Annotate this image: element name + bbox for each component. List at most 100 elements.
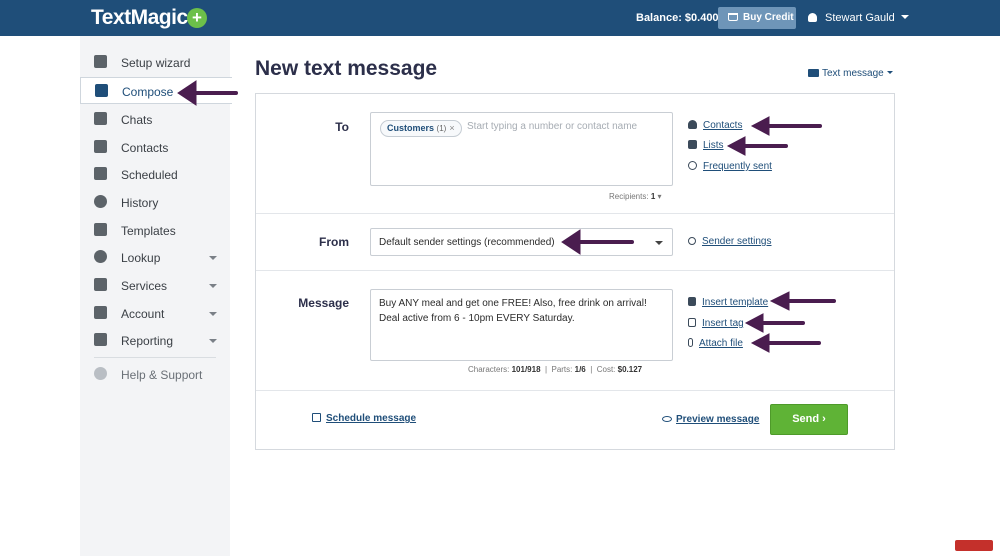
bookmark-icon: [688, 318, 696, 327]
sidebar-item-label: Setup wizard: [121, 56, 191, 70]
sidebar-item-scheduled[interactable]: Scheduled: [80, 161, 230, 188]
row-divider: [256, 213, 894, 214]
sidebar-item-help-support[interactable]: Help & Support: [80, 361, 230, 388]
parts-label: Parts:: [551, 365, 573, 374]
envelope-icon: [808, 69, 819, 77]
from-selected-value: Default sender settings (recommended): [379, 237, 555, 248]
arrow-icon: [177, 80, 238, 106]
sidebar-item-label: Reporting: [121, 334, 174, 348]
message-textarea[interactable]: [370, 289, 673, 361]
frequently-sent-link[interactable]: Frequently sent: [688, 161, 772, 172]
grid-icon: [94, 55, 107, 68]
contacts-link-label: Contacts: [703, 120, 743, 131]
recipient-chip[interactable]: Customers (1)×: [380, 120, 462, 137]
frequently-sent-label: Frequently sent: [703, 161, 772, 172]
to-input[interactable]: [467, 121, 667, 132]
calendar-icon: [94, 167, 107, 180]
from-select[interactable]: Default sender settings (recommended): [370, 228, 673, 256]
chevron-down-icon: [209, 312, 217, 316]
arrow-icon: [561, 229, 634, 255]
send-button[interactable]: Send ›: [770, 404, 848, 435]
chip-name: Customers: [387, 123, 435, 133]
search-icon: [94, 250, 107, 263]
insert-template-link[interactable]: Insert template: [688, 297, 768, 308]
row-divider: [256, 390, 894, 391]
gear-icon: [688, 237, 696, 245]
message-type-label: Text message: [822, 68, 884, 79]
sidebar-item-label: Lookup: [121, 251, 161, 265]
chevron-down-icon: [209, 256, 217, 260]
parts-value: 1/6: [574, 365, 586, 374]
message-type-dropdown[interactable]: Text message: [808, 68, 893, 79]
sidebar-item-label: Compose: [122, 85, 174, 99]
attach-file-link[interactable]: Attach file: [688, 338, 743, 349]
sidebar-item-compose[interactable]: Compose: [80, 77, 232, 104]
remove-chip-icon[interactable]: ×: [449, 123, 455, 133]
new-plus-button[interactable]: +: [187, 8, 207, 28]
chip-count: (1): [436, 124, 447, 133]
buy-credit-label: Buy Credit: [743, 12, 794, 23]
clock-icon: [688, 161, 697, 170]
from-label: From: [319, 235, 349, 249]
arrow-icon: [744, 313, 805, 333]
sender-settings-label: Sender settings: [702, 236, 772, 247]
row-divider: [256, 270, 894, 271]
paperclip-icon: [688, 338, 693, 347]
page-title: New text message: [255, 57, 438, 80]
to-field[interactable]: Customers (1)×: [370, 112, 673, 186]
sidebar-item-reporting[interactable]: Reporting: [80, 327, 230, 354]
chevron-down-icon: [886, 71, 893, 74]
user-icon: [808, 13, 817, 22]
recipients-label: Recipients:: [609, 192, 649, 201]
user-menu[interactable]: Stewart Gauld: [808, 12, 909, 24]
recipients-number: 1: [650, 192, 656, 201]
characters-value: 101/918: [511, 365, 541, 374]
services-icon: [94, 278, 107, 291]
chevron-down-icon: [209, 284, 217, 288]
recipients-count[interactable]: Recipients: 1 ▾: [609, 192, 662, 201]
clipboard-icon: [688, 297, 696, 306]
chevron-down-icon: [655, 241, 663, 245]
sidebar-item-account[interactable]: Account: [80, 300, 230, 327]
sidebar-item-label: Help & Support: [121, 368, 203, 382]
sidebar-item-setup-wizard[interactable]: Setup wizard: [80, 49, 230, 76]
user-name: Stewart Gauld: [825, 12, 895, 24]
buy-credit-button[interactable]: Buy Credit: [718, 7, 796, 29]
message-stats: Characters: 101/918 | Parts: 1/6 | Cost:…: [468, 365, 643, 374]
sidebar-item-contacts[interactable]: Contacts: [80, 134, 230, 161]
history-icon: [94, 195, 107, 208]
preview-message-label: Preview message: [676, 414, 760, 425]
insert-template-label: Insert template: [702, 297, 769, 308]
sidebar-item-label: Account: [121, 307, 165, 321]
to-label: To: [335, 120, 349, 134]
cart-icon: [728, 13, 738, 21]
insert-tag-label: Insert tag: [702, 318, 744, 329]
sidebar-item-label: Scheduled: [121, 168, 178, 182]
arrow-icon: [750, 333, 821, 353]
balance-text: Balance: $0.400: [636, 12, 719, 24]
sidebar-item-label: Chats: [121, 113, 153, 127]
arrow-icon: [769, 291, 836, 311]
account-icon: [94, 306, 107, 319]
arrow-icon: [750, 116, 822, 136]
compose-card: To Customers (1)× Recipients: 1 ▾ Contac…: [255, 93, 895, 450]
message-label: Message: [298, 296, 349, 310]
chevron-down-icon: [209, 339, 217, 343]
schedule-message-link[interactable]: Schedule message: [312, 413, 416, 424]
insert-tag-link[interactable]: Insert tag: [688, 318, 744, 329]
preview-message-link[interactable]: Preview message: [662, 414, 759, 425]
contacts-link[interactable]: Contacts: [688, 120, 742, 131]
arrow-icon: [726, 136, 788, 156]
sidebar-item-templates[interactable]: Templates: [80, 217, 230, 244]
characters-label: Characters:: [468, 365, 510, 374]
sidebar-item-services[interactable]: Services: [80, 272, 230, 299]
chevron-down-icon: [900, 15, 909, 19]
lists-link[interactable]: Lists: [688, 140, 724, 151]
app-logo[interactable]: TextMagic: [91, 6, 188, 29]
sidebar-item-history[interactable]: History: [80, 189, 230, 216]
sidebar-item-chats[interactable]: Chats: [80, 106, 230, 133]
sender-settings-link[interactable]: Sender settings: [688, 236, 772, 247]
cost-label: Cost:: [596, 365, 616, 374]
sidebar-item-lookup[interactable]: Lookup: [80, 244, 230, 271]
